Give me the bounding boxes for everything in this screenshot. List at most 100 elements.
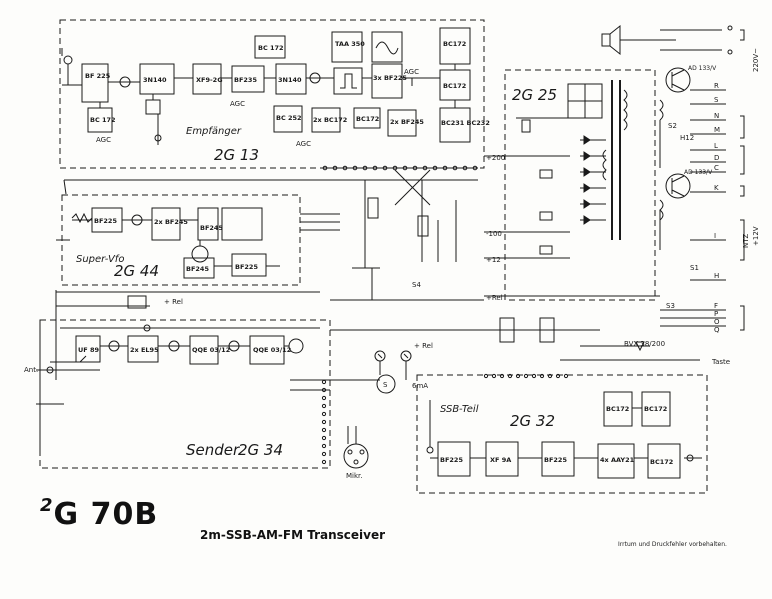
ssb-block-3: 4x AAY21 xyxy=(600,456,635,464)
mains-label: 220V~ xyxy=(752,48,760,72)
tx-terminal-dots xyxy=(321,379,327,465)
model-logo: 2G 70B xyxy=(40,495,159,532)
tx-block-3: QQE 03/12 xyxy=(253,346,291,354)
sender-section xyxy=(39,319,331,469)
term-13: Q xyxy=(714,326,720,334)
agc-label-4: AGC xyxy=(296,140,311,148)
term-6: C xyxy=(714,164,719,172)
agc-label-3: AGC xyxy=(404,68,419,76)
ssb-block-6: BC172 xyxy=(644,405,667,413)
rx-block-5: TAA 350 xyxy=(335,40,365,48)
right-terminals xyxy=(660,29,745,331)
rx-block-13: BC172 xyxy=(356,115,379,123)
tx-block-2: QQE 03/12 xyxy=(192,346,230,354)
meter-label: 6mA xyxy=(412,382,428,390)
s3-label: S3 xyxy=(666,302,675,310)
vfo-block-3: BF245 xyxy=(186,265,209,273)
term-8: I xyxy=(714,232,716,240)
rx-block-10: BC 172 xyxy=(258,44,284,52)
term-2: N xyxy=(714,112,719,120)
vfo-block-0: BF225 xyxy=(94,217,117,225)
super-vfo-code: 2G 44 xyxy=(114,262,159,280)
tx-chain xyxy=(50,324,412,394)
term-1: S xyxy=(714,96,719,104)
rx-block-1: 3N140 xyxy=(143,76,167,84)
rx-block-11: BC 252 xyxy=(276,114,302,122)
term-9: H xyxy=(714,272,719,280)
rx-block-15: BC 172 xyxy=(90,116,116,124)
term-5: D xyxy=(714,154,719,162)
relay-label-1: + Rel xyxy=(164,298,183,306)
s4-label: S4 xyxy=(412,281,421,289)
rx-antenna xyxy=(61,48,73,85)
power-transistors xyxy=(659,67,691,250)
plus-12-label: +12 xyxy=(486,256,501,264)
sender-code: 2G 34 xyxy=(238,441,283,459)
term-7: K xyxy=(714,184,719,192)
mikr-label: Mikr. xyxy=(346,472,363,480)
meter-s-mark: S xyxy=(383,381,388,389)
rx-block-4: 3N140 xyxy=(278,76,302,84)
s1-label: S1 xyxy=(690,264,699,272)
supply-12v-label: +12V xyxy=(752,226,760,246)
ssb-block-4: BC172 xyxy=(650,458,673,466)
term-0: R xyxy=(714,82,719,90)
rx-block-14: 2x BF245 xyxy=(390,118,424,126)
agc-label-1: AGC xyxy=(230,100,245,108)
relay-label-2: + Rel xyxy=(414,342,433,350)
ssb-teil-code: 2G 32 xyxy=(510,412,555,430)
tx-block-1: 2x EL95 xyxy=(130,346,159,354)
s2-label: S2 xyxy=(668,122,677,130)
ssb-teil-label: SSB-Teil xyxy=(440,404,479,415)
netzteil-section xyxy=(504,69,656,301)
taste-label: Taste xyxy=(711,358,730,366)
rx-chain xyxy=(62,27,471,145)
ssb-chain xyxy=(426,391,702,479)
vfo-block-1: 2x BF245 xyxy=(154,218,188,226)
model-name: G 70B xyxy=(53,497,159,532)
ant-label: Ant. xyxy=(24,366,38,374)
rx-block-12: 2x BC172 xyxy=(313,116,347,124)
empfaenger-code: 2G 13 xyxy=(214,146,259,164)
super-vfo-label: Super-Vfo xyxy=(76,254,124,265)
ssb-control-dots xyxy=(470,317,700,379)
ssb-block-2: BF225 xyxy=(544,456,567,464)
rx-block-8: BC172 xyxy=(443,82,466,90)
left-wiring xyxy=(36,179,484,456)
term-3: M xyxy=(714,126,720,134)
rx-block-2: XF9-2G xyxy=(196,76,223,84)
h12-label: H12 xyxy=(680,134,694,142)
tx-block-0: UF 89 xyxy=(78,346,100,354)
vfo-chain xyxy=(56,207,280,279)
ssb-block-0: BF225 xyxy=(440,456,463,464)
term-12: O xyxy=(714,318,720,326)
empfaenger-label: Empfänger xyxy=(186,126,242,137)
mic-socket xyxy=(343,426,369,469)
empfaenger-section xyxy=(59,19,485,169)
rx-block-7: BC172 xyxy=(443,40,466,48)
term-4: L xyxy=(714,142,718,150)
plus-rel-label: +Rel xyxy=(486,294,503,302)
plus-200-label: +200 xyxy=(486,154,505,162)
psu-transistor-1: AD 133/V xyxy=(688,65,717,72)
sender-label: Sender xyxy=(186,441,240,459)
bvx-label: BVX 38/200 xyxy=(624,340,665,348)
term-11: P xyxy=(714,310,718,318)
rx-block-0: BF 225 xyxy=(85,72,111,80)
page-subtitle: 2m-SSB-AM-FM Transceiver xyxy=(200,528,386,542)
ssb-block-1: XF 9A xyxy=(490,456,511,464)
vfo-block-4: BF225 xyxy=(235,263,258,271)
rx-block-9: BC231 BC232 xyxy=(441,119,490,127)
logo-prefix: 2 xyxy=(40,495,54,516)
ntz-label: NTZ xyxy=(742,233,750,248)
ssb-teil-section xyxy=(416,374,708,494)
agc-label-2: AGC xyxy=(96,136,111,144)
psu-network xyxy=(484,80,660,297)
rx-block-6: 3x BF225 xyxy=(373,74,407,82)
psu-transistor-2: AD 133/V xyxy=(684,169,713,176)
rx-block-3: BF235 xyxy=(234,76,257,84)
vfo-block-2: BF245 xyxy=(200,224,223,232)
speaker-symbol xyxy=(601,24,733,56)
